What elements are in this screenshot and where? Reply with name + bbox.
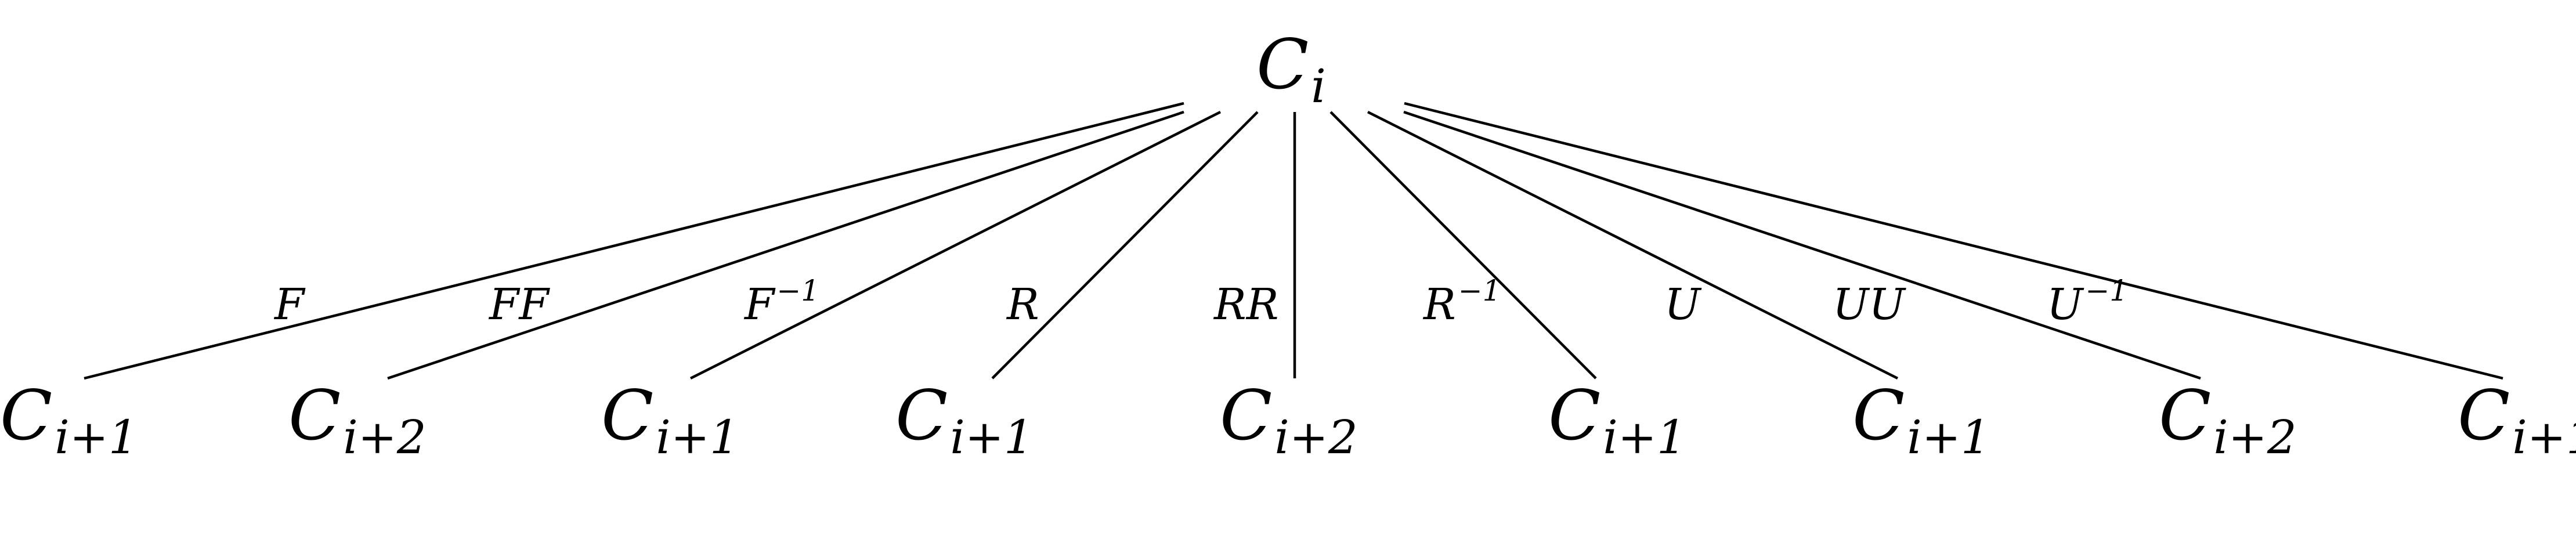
child-node-subscript: i+2 (2213, 410, 2297, 464)
edge-label-base: F (743, 280, 776, 330)
edge-label-base: U (1664, 280, 1702, 330)
edge-line (1329, 111, 1597, 379)
child-node-main: C (1852, 375, 1905, 456)
child-node-subscript: i+1 (1603, 410, 1686, 464)
child-node-main: C (2159, 375, 2211, 456)
root-node-main: C (1256, 24, 1309, 104)
child-node: Ci+1 (1548, 375, 1686, 464)
edge-label-base: UU (1833, 280, 1906, 330)
child-node: Ci+2 (1220, 375, 1358, 464)
edge-label: FF (488, 280, 550, 330)
child-node: Ci+1 (2458, 375, 2576, 464)
child-node-subscript: i+1 (950, 410, 1034, 464)
child-node-main: C (895, 375, 948, 456)
edge-label-base: U (2047, 280, 2084, 330)
child-node-subscript: i+1 (2512, 410, 2576, 464)
child-node-main: C (1548, 375, 1600, 456)
edge-label: U (1664, 280, 1702, 330)
edge-label: F (273, 280, 306, 330)
edge-label: F−1 (743, 274, 819, 330)
root-node: Ci (1256, 24, 1326, 113)
child-node-main: C (1220, 375, 1272, 456)
root-node-subscript: i (1311, 59, 1326, 113)
child-node: Ci+1 (0, 375, 138, 464)
edge-line (84, 102, 1184, 380)
nodes-group: Ci Ci+1Ci+2Ci+1Ci+1Ci+2Ci+1Ci+1Ci+2Ci+1 (0, 24, 2576, 464)
edge-label: R−1 (1422, 274, 1501, 330)
child-node-main: C (0, 375, 52, 456)
child-node: Ci+2 (2159, 375, 2297, 464)
edge-label-base: FF (488, 280, 550, 330)
edge-label: RR (1213, 280, 1278, 330)
edge-line (1404, 102, 2503, 380)
edge-line (387, 110, 1184, 380)
edge-label-superscript: −1 (776, 274, 819, 308)
edge-line (991, 111, 1259, 379)
edge-label-base: F (273, 280, 306, 330)
edge-label-base: RR (1213, 280, 1278, 330)
child-node: Ci+1 (601, 375, 739, 464)
edge-label: UU (1833, 280, 1906, 330)
child-node-subscript: i+1 (55, 410, 138, 464)
edge-label: U−1 (2047, 274, 2128, 330)
child-node: Ci+1 (1852, 375, 1990, 464)
child-node-main: C (2458, 375, 2510, 456)
child-node-subscript: i+2 (1274, 410, 1358, 464)
child-node: Ci+2 (288, 375, 427, 464)
child-node-subscript: i+2 (343, 410, 427, 464)
edge-label-superscript: −1 (1458, 274, 1501, 308)
edge-label: R (1006, 280, 1039, 330)
child-node-main: C (601, 375, 653, 456)
child-node-subscript: i+1 (1907, 410, 1990, 464)
edge-line (1367, 110, 1899, 380)
edge-label-base: R (1006, 280, 1039, 330)
child-node-subscript: i+1 (656, 410, 739, 464)
edge-label-base: R (1422, 280, 1456, 330)
edge-label-superscript: −1 (2085, 274, 2128, 308)
edge-line (689, 110, 1222, 380)
child-node-main: C (288, 375, 341, 456)
edges-group (84, 102, 2503, 380)
child-node: Ci+1 (895, 375, 1034, 464)
edge-line (1403, 110, 2201, 380)
